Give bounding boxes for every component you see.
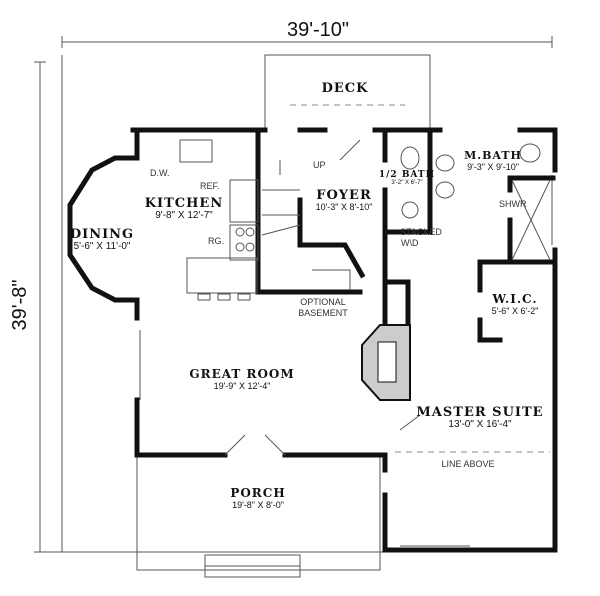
porch-size: 19'-8" X 8'-0" [232, 500, 284, 510]
fireplace [361, 324, 411, 401]
m-bath-label: M.BATH [464, 149, 522, 162]
kitchen-fixtures [179, 139, 259, 301]
foyer-label: FOYER [316, 188, 372, 203]
deck-label: DECK [322, 81, 369, 96]
windows [139, 175, 553, 547]
doors [224, 139, 421, 456]
master-suite-size: 13'-0" X 16'-4" [448, 419, 512, 430]
depth-dimension: 39'-8" [9, 280, 31, 331]
great-room-size: 19'-9" X 12'-4" [214, 381, 271, 391]
great-room-label: GREAT ROOM [189, 367, 294, 381]
basement-label-line2: BASEMENT [298, 308, 348, 318]
refrigerator-label: REF. [200, 181, 220, 191]
m-bath-size: 9'-3" X 9'-10" [467, 162, 519, 172]
wic-label: W.I.C. [491, 292, 537, 306]
laundry-label-line1: STACKED [400, 227, 442, 237]
basement-label-line1: OPTIONAL [300, 297, 346, 307]
porch-outline [136, 455, 381, 578]
wic-size: 5'-6" X 6'-2" [492, 306, 539, 316]
porch-label: PORCH [230, 486, 285, 500]
deck-outline [264, 54, 431, 130]
kitchen-size: 9'-8" X 12'-7" [155, 210, 213, 221]
master-suite-label: MASTER SUITE [416, 405, 543, 420]
line-above-label: LINE ABOVE [441, 459, 494, 469]
half-bath-label: 1/2 BATH [379, 170, 435, 180]
shower-label: SHWR [499, 199, 527, 209]
width-dimension: 39'-10" [287, 19, 349, 41]
dining-label: DINING [70, 227, 134, 242]
stairs [261, 160, 351, 290]
foyer-size: 10'-3" X 8'-10" [316, 202, 373, 212]
kitchen-label: KITCHEN [145, 196, 223, 211]
bath-fixtures [400, 143, 551, 261]
stair-up-label: UP [313, 160, 326, 170]
half-bath-size: 3'-2" X 6'-7" [391, 180, 422, 186]
range-label: RG. [208, 236, 224, 246]
laundry-label-line2: W\D [401, 238, 419, 248]
dining-size: 5'-6" X 11'-0" [74, 241, 131, 252]
dishwasher-label: D.W. [150, 168, 170, 178]
